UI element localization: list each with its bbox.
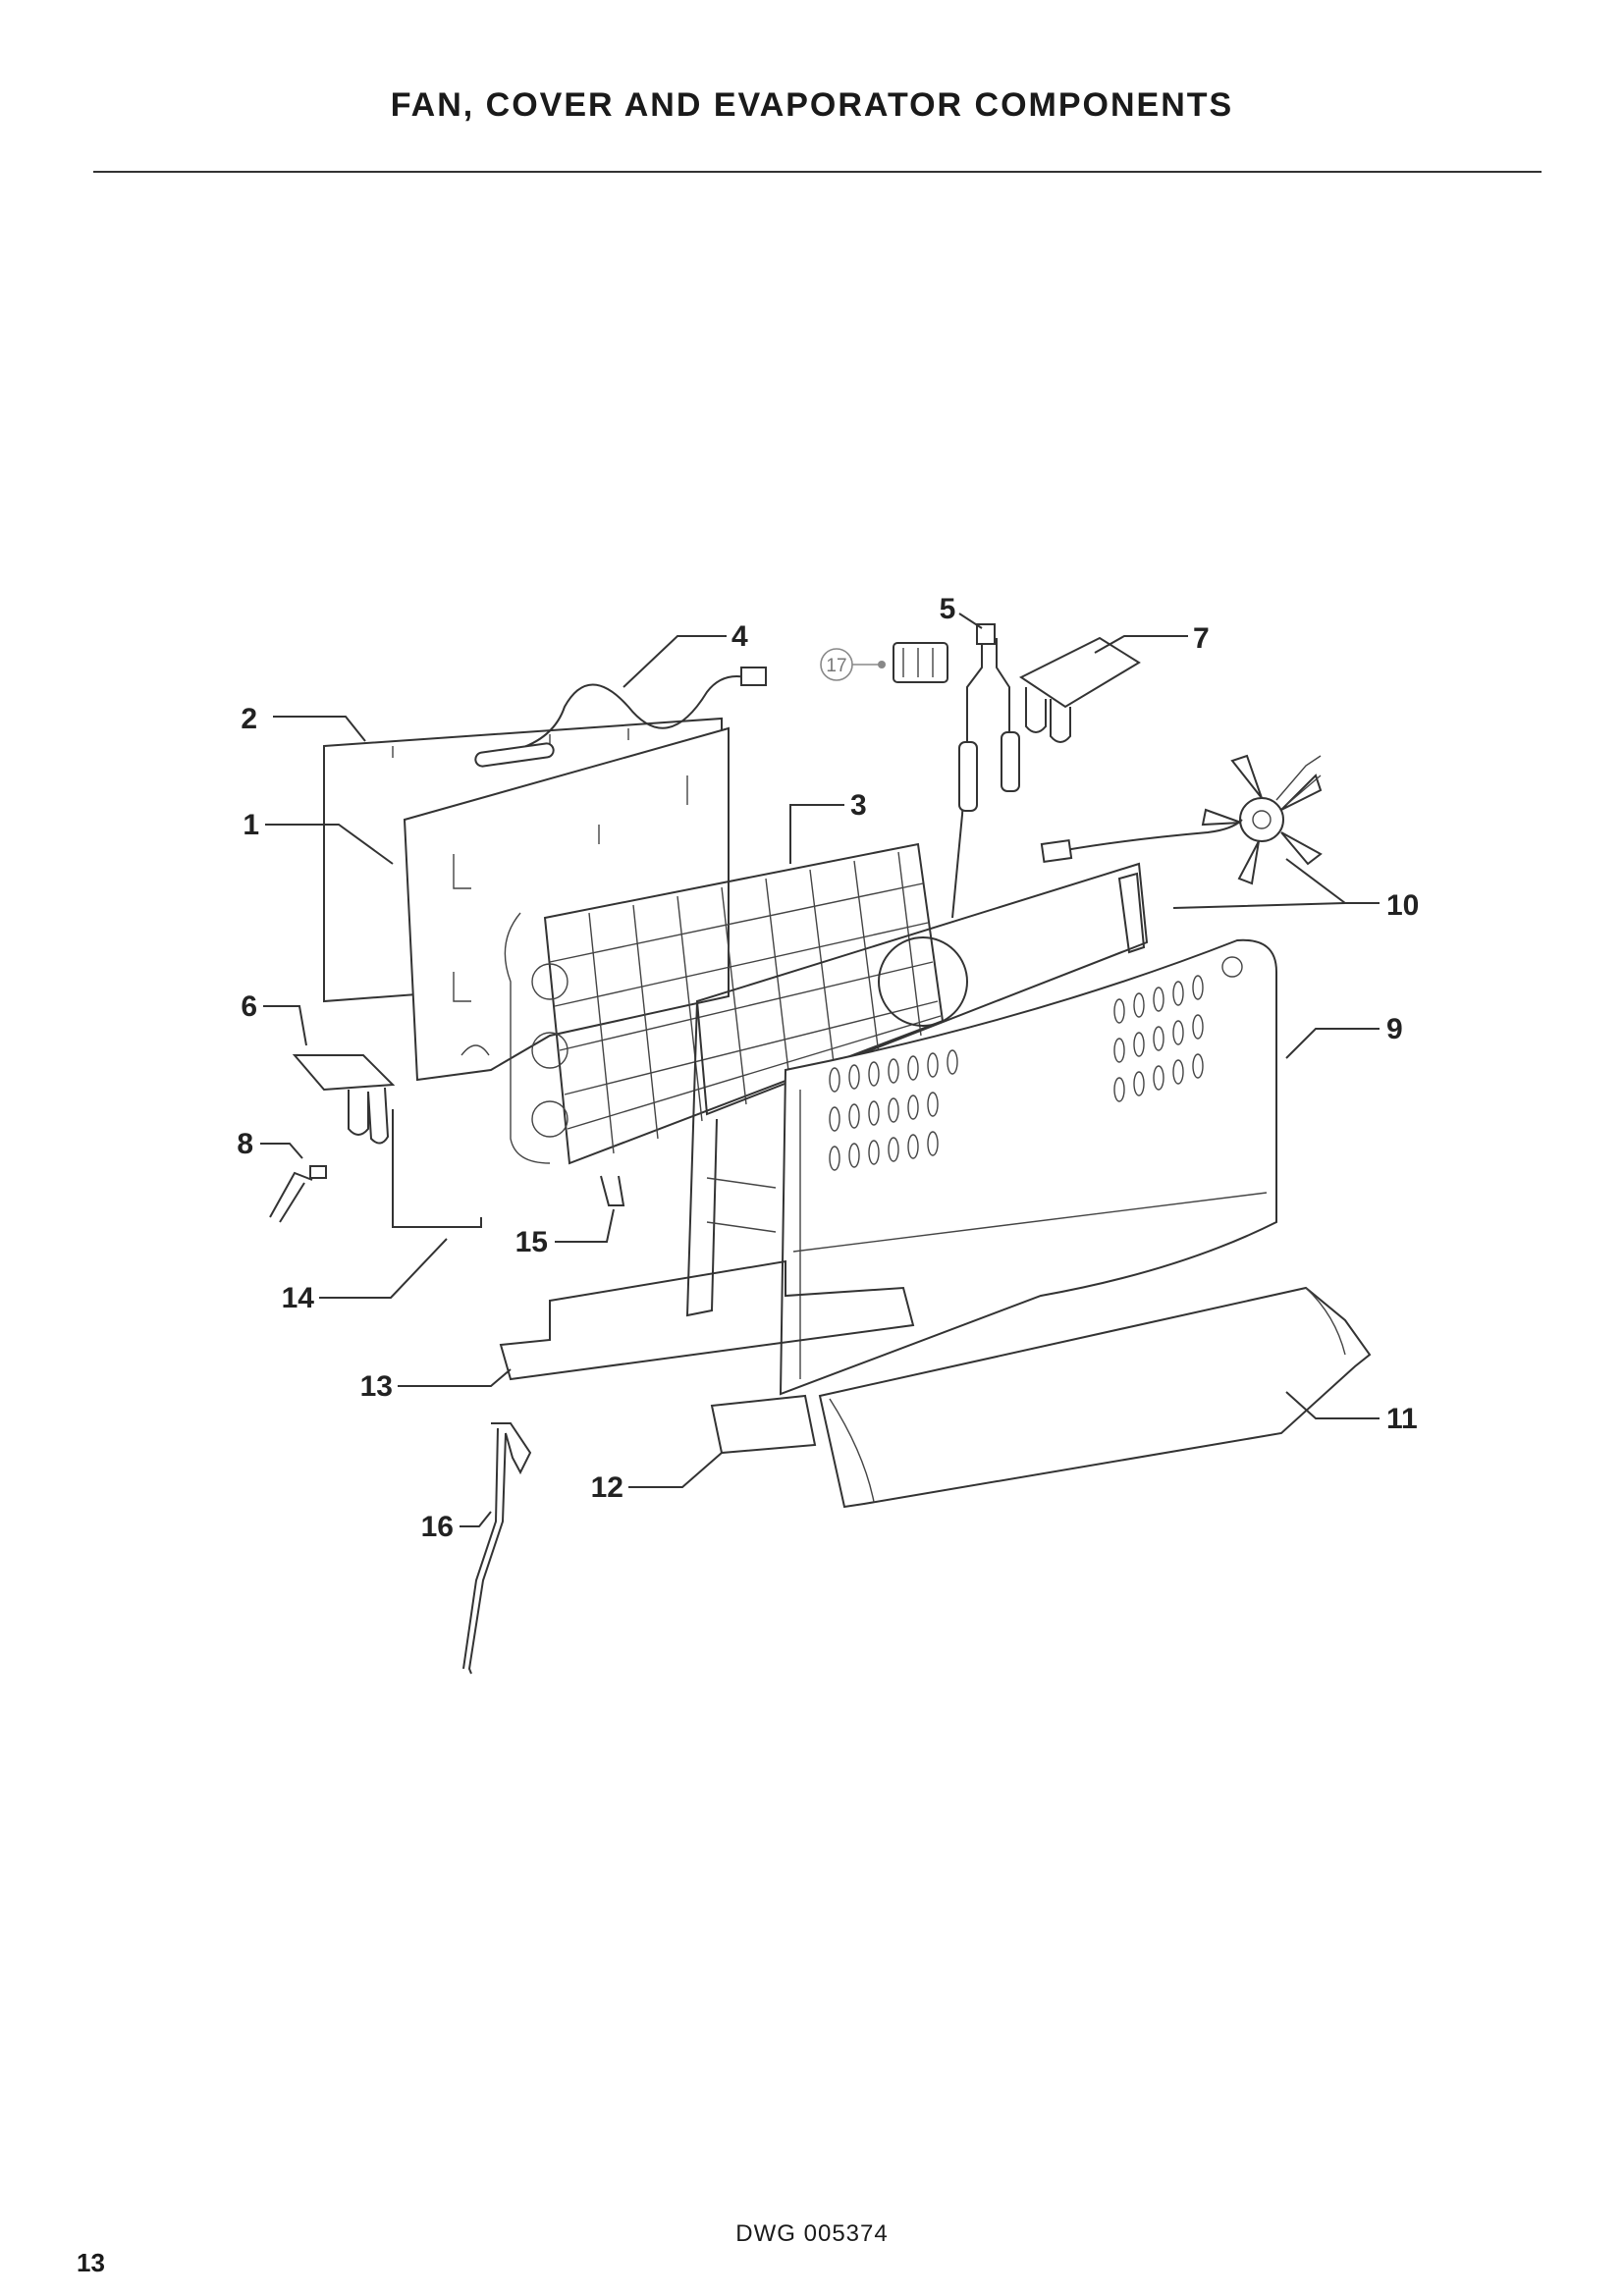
- part-3-evaporator: [504, 842, 945, 1165]
- part-10-fan-motor: [1040, 754, 1323, 885]
- leader-8: [260, 1143, 303, 1159]
- callout-11: 11: [1386, 1403, 1418, 1435]
- leader-14: [319, 1238, 448, 1299]
- leader-10: [1172, 858, 1380, 909]
- leader-5: [958, 613, 983, 629]
- leader-6: [263, 1005, 307, 1046]
- callout-15: 15: [515, 1226, 548, 1258]
- callout-8: 8: [237, 1128, 253, 1160]
- part-13-drip-tray: [499, 1259, 915, 1381]
- leader-1: [265, 824, 394, 865]
- part-16-wire-clip: [462, 1422, 532, 1675]
- callout-4: 4: [731, 620, 748, 653]
- callout-10: 10: [1386, 889, 1419, 922]
- callout-17: 17: [826, 656, 846, 676]
- leader-16: [460, 1511, 492, 1527]
- part-12-bottom-strip: [710, 1394, 817, 1455]
- vent-slots-left: [829, 1049, 958, 1171]
- part-15-drain-tube: [600, 1175, 625, 1206]
- leader-4: [623, 635, 727, 688]
- page-title: FAN, COVER AND EVAPORATOR COMPONENTS: [390, 86, 1234, 124]
- leader-13: [398, 1368, 512, 1387]
- callout-6: 6: [241, 990, 257, 1023]
- part-14-bracket: [392, 1109, 482, 1228]
- callout-7: 7: [1193, 622, 1210, 655]
- callout-3: 3: [850, 789, 867, 822]
- page-number: 13: [77, 2248, 105, 2277]
- callout-1: 1: [243, 809, 259, 841]
- callout-12: 12: [591, 1471, 623, 1504]
- callout-2: 2: [241, 703, 257, 735]
- callout-14: 14: [282, 1282, 315, 1314]
- callout-9: 9: [1386, 1013, 1403, 1045]
- leader-12: [628, 1452, 723, 1488]
- part-8-probe: [269, 1165, 327, 1223]
- title-divider: [93, 171, 1542, 173]
- part-4-sensor-cable: [474, 667, 767, 768]
- leader-2: [273, 716, 366, 742]
- part-1-back-plate: [403, 726, 730, 1082]
- part-6-hinge-bracket: [292, 1054, 396, 1145]
- leader-3: [789, 804, 844, 864]
- leader-15: [555, 1208, 615, 1243]
- callout-labels: 2 1 4 5 7 3 10 9 6 8 14 15 13 11 12 16: [237, 593, 1419, 1543]
- drawing-number: DWG 005374: [735, 2220, 889, 2247]
- part-5-heater-leads: [951, 623, 1020, 919]
- callout-16: 16: [421, 1511, 454, 1543]
- part-7-fan-bracket: [1019, 636, 1141, 743]
- callout-13: 13: [360, 1370, 393, 1403]
- leader-9: [1285, 1028, 1380, 1059]
- callout-5: 5: [940, 593, 956, 625]
- vent-slots-right: [1113, 975, 1204, 1102]
- part-10-fan-shroud: [685, 862, 1149, 1317]
- leader-7: [1094, 635, 1188, 654]
- leader-11: [1285, 1391, 1380, 1419]
- part-11-lower-plate: [818, 1286, 1372, 1509]
- leader-lines: [260, 613, 1380, 1527]
- part-17-connector: 17: [820, 642, 948, 683]
- part-9-front-cover: [779, 938, 1277, 1396]
